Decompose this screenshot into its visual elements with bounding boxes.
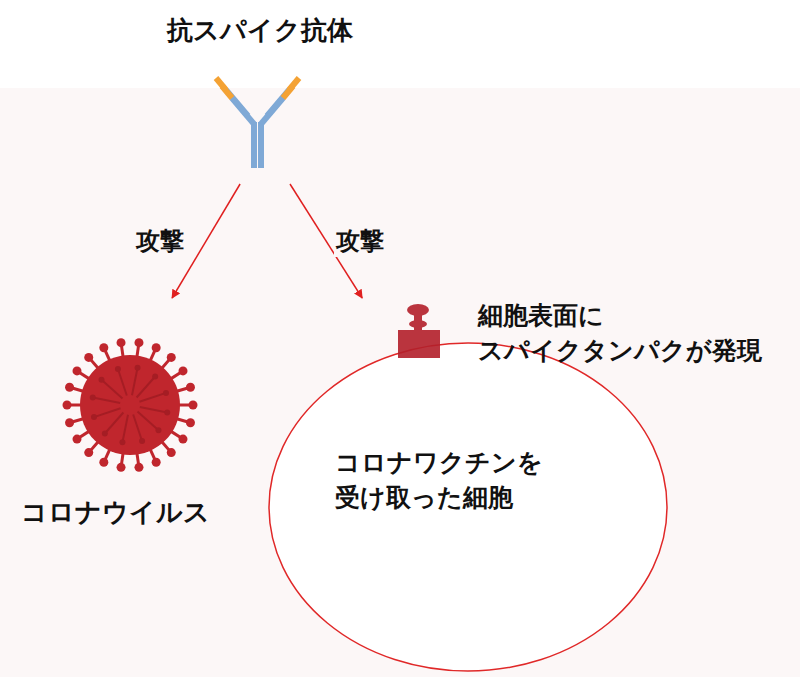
edge-label: 攻撃: [134, 225, 186, 257]
virus-shape: [63, 338, 198, 472]
antibody-shape: [216, 78, 299, 168]
antibody-label: 抗スパイク抗体: [140, 12, 380, 48]
spike-protein-label: 細胞表面に スパイクタンパクが発現: [478, 298, 783, 368]
virus-figure: [15, 298, 245, 532]
cell-outline: [269, 343, 667, 671]
cell: コロナワクチンを 受け取った細胞: [268, 342, 668, 672]
spike-protein-shape: [398, 304, 440, 358]
spike-protein: 細胞表面に スパイクタンパクが発現: [360, 298, 795, 368]
edge-label: 攻撃: [334, 225, 386, 257]
virus-label: コロナウイルス: [15, 494, 215, 530]
cell-label: コロナワクチンを 受け取った細胞: [335, 445, 565, 515]
antibody: 抗スパイク抗体: [140, 12, 380, 172]
virus: コロナウイルス: [15, 298, 245, 532]
